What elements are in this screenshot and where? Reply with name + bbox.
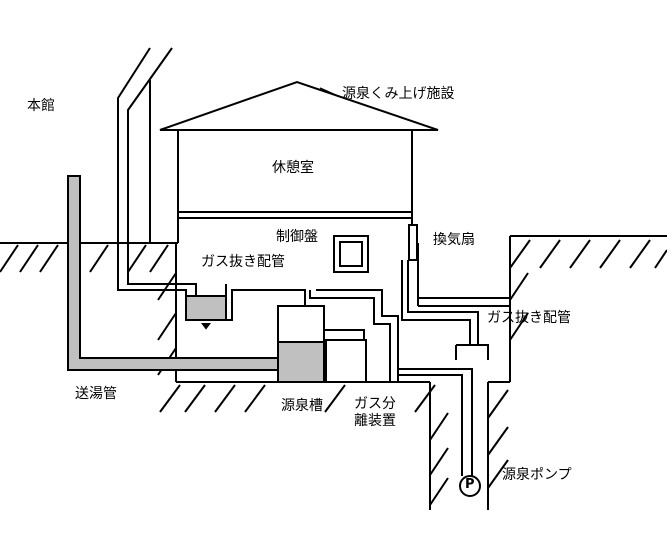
pump-symbol-letter: P [465,477,475,492]
pump-icon [459,475,481,497]
hot-water-delivery-pipe [67,175,279,371]
building-roof [159,80,439,131]
label-gas-pipe-inside: ガス抜き配管 [201,254,285,270]
label-honkan: 本館 [27,98,55,114]
label-pump: 源泉ポンプ [502,467,572,483]
gas-vent-pipe-right [401,243,510,345]
label-sotoyukan: 送湯管 [75,386,117,402]
label-gas-pipe-right: ガス抜き配管 [487,310,571,326]
vent-pipe-chimney [117,47,173,291]
tanks [277,289,399,383]
label-seigyoban: 制御盤 [276,229,318,245]
label-facility: 源泉くみ上げ施設 [342,86,455,102]
ground-hatching [0,239,667,506]
ventilation-fan [408,224,418,261]
label-gas-separator-2: 離装置 [354,413,396,429]
label-gas-separator-1: ガス分 [354,396,396,412]
gas-vent-pipe-inner [150,283,306,330]
control-panel [333,235,369,273]
pump-casing [398,344,489,476]
label-gensenso: 源泉槽 [281,398,323,414]
label-kyukeishitsu: 休憩室 [272,160,314,176]
building-walls [177,130,413,243]
facility-leader-line [319,87,339,97]
label-kankisen: 換気扇 [433,232,475,248]
pit-walls [175,236,511,510]
